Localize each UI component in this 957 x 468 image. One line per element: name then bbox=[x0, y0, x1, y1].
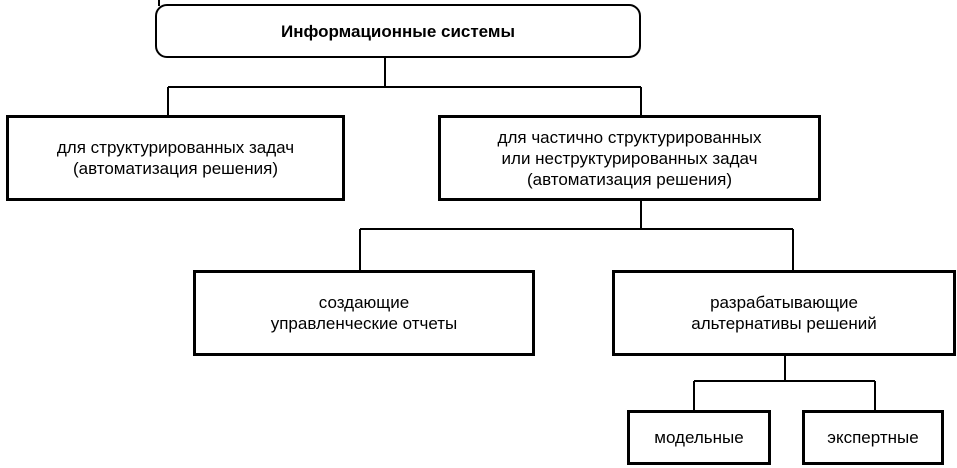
node-model: модельные bbox=[627, 410, 771, 465]
structured-tasks-label: для структурированных задач (автоматизац… bbox=[56, 138, 295, 178]
node-structured-tasks: для структурированных задач (автоматизац… bbox=[6, 115, 345, 201]
node-report-generating: создающие управленческие отчеты bbox=[193, 270, 535, 356]
node-semi-structured-tasks: для частично структурированных или нестр… bbox=[438, 115, 821, 201]
root-node: Информационные системы bbox=[155, 4, 641, 58]
expert-label: экспертные bbox=[827, 428, 919, 447]
semi-structured-tasks-label: для частично структурированных или нестр… bbox=[497, 127, 762, 189]
alternatives-developing-label: разрабатывающие альтернативы решений bbox=[691, 293, 877, 333]
node-expert: экспертные bbox=[802, 410, 944, 465]
root-label: Информационные системы bbox=[280, 21, 515, 41]
corner-tick-mark bbox=[158, 0, 160, 6]
report-generating-label: создающие управленческие отчеты bbox=[270, 293, 458, 333]
node-alternatives-developing: разрабатывающие альтернативы решений bbox=[612, 270, 956, 356]
model-label: модельные bbox=[654, 428, 744, 447]
